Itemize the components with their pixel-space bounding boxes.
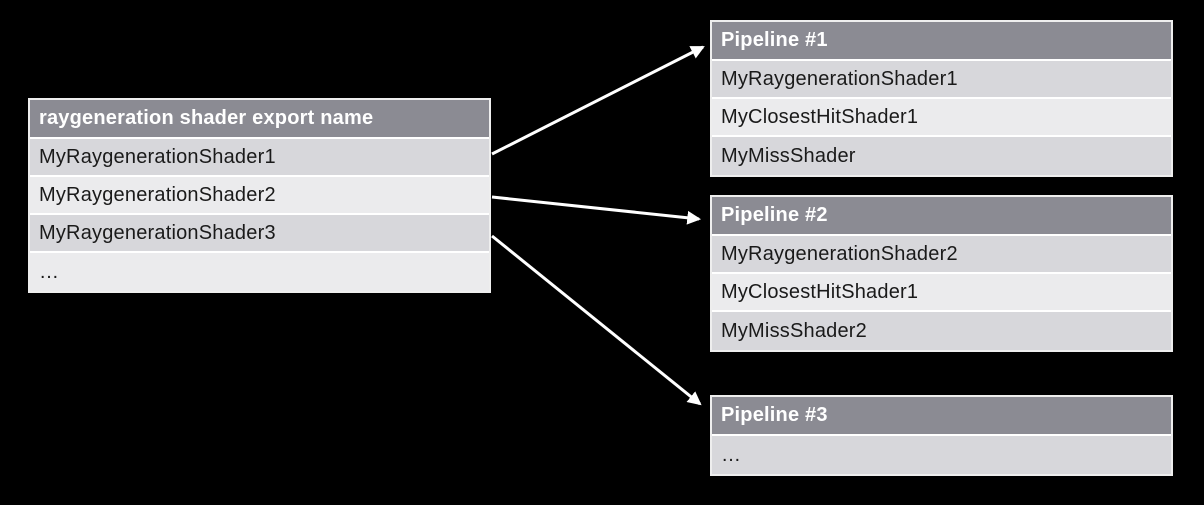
pipeline-2-table: Pipeline #2 MyRaygenerationShader2 MyClo… (710, 195, 1173, 352)
table-row-ellipsis: … (712, 436, 1171, 474)
pipeline-3-table: Pipeline #3 … (710, 395, 1173, 476)
raygen-export-table-header: raygeneration shader export name (30, 100, 489, 139)
table-row: MyClosestHitShader1 (712, 274, 1171, 312)
arrow-raygen1-to-pipeline1 (491, 45, 705, 156)
pipeline-3-header: Pipeline #3 (712, 397, 1171, 436)
pipeline-2-header: Pipeline #2 (712, 197, 1171, 236)
pipeline-1-table: Pipeline #1 MyRaygenerationShader1 MyClo… (710, 20, 1173, 177)
table-row-ellipsis: … (30, 253, 489, 291)
table-row: MyRaygenerationShader1 (30, 139, 489, 177)
table-row: MyRaygenerationShader2 (30, 177, 489, 215)
table-row: MyClosestHitShader1 (712, 99, 1171, 137)
table-row: MyRaygenerationShader3 (30, 215, 489, 253)
table-row: MyRaygenerationShader2 (712, 236, 1171, 274)
table-row: MyRaygenerationShader1 (712, 61, 1171, 99)
arrow-raygen2-to-pipeline2 (491, 195, 702, 225)
table-row: MyMissShader2 (712, 312, 1171, 350)
arrow-raygen3-to-pipeline3 (491, 234, 702, 406)
raygen-export-table: raygeneration shader export name MyRayge… (28, 98, 491, 293)
pipeline-1-header: Pipeline #1 (712, 22, 1171, 61)
table-row: MyMissShader (712, 137, 1171, 175)
